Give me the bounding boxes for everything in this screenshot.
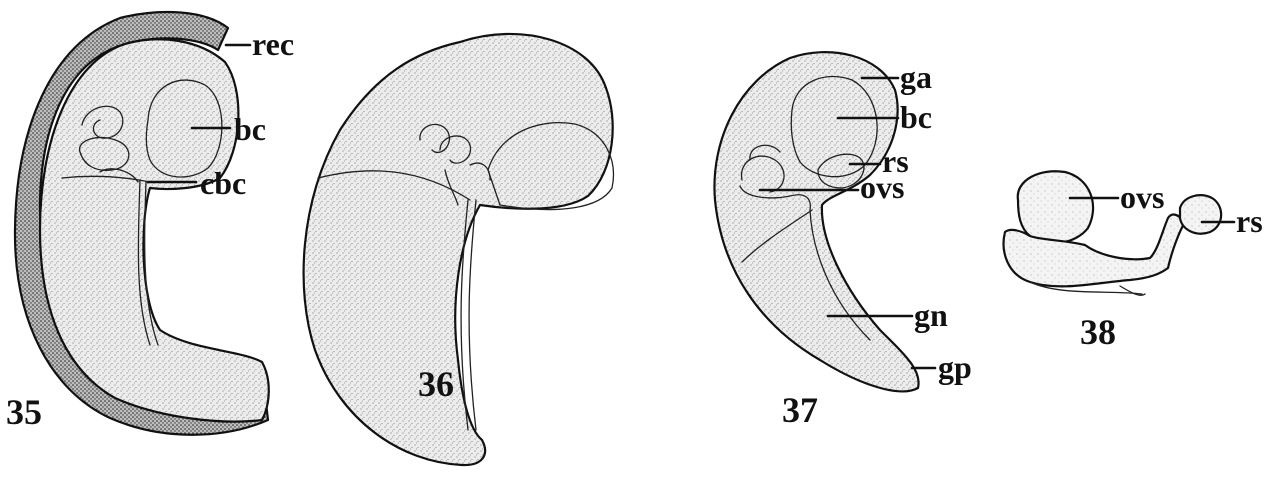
label-bc-37: bc [900,99,932,135]
figure-number-37: 37 [782,390,818,430]
figure-38: ovs rs 38 [1004,171,1263,352]
label-cbc: cbc [200,165,246,201]
label-ovs-37: ovs [860,169,904,205]
label-rec: rec [252,26,294,62]
label-ga: ga [900,59,932,95]
fig38-rs [1180,195,1221,233]
figure-36: 36 [304,34,614,465]
fig36-body [304,34,613,465]
figure-number-38: 38 [1080,312,1116,352]
label-ovs-38: ovs [1120,179,1164,215]
label-rs-38: rs [1236,203,1263,239]
label-gn: gn [914,297,948,333]
label-gp: gp [938,349,972,385]
figure-number-36: 36 [418,364,454,404]
label-bc-35: bc [234,111,266,147]
figure-35: rec bc cbc 35 [6,12,294,435]
fig37-body [714,52,918,391]
fig38-ovs [1018,171,1093,243]
figure-37: ga bc rs ovs gn gp 37 [714,52,971,430]
figure-number-35: 35 [6,392,42,432]
